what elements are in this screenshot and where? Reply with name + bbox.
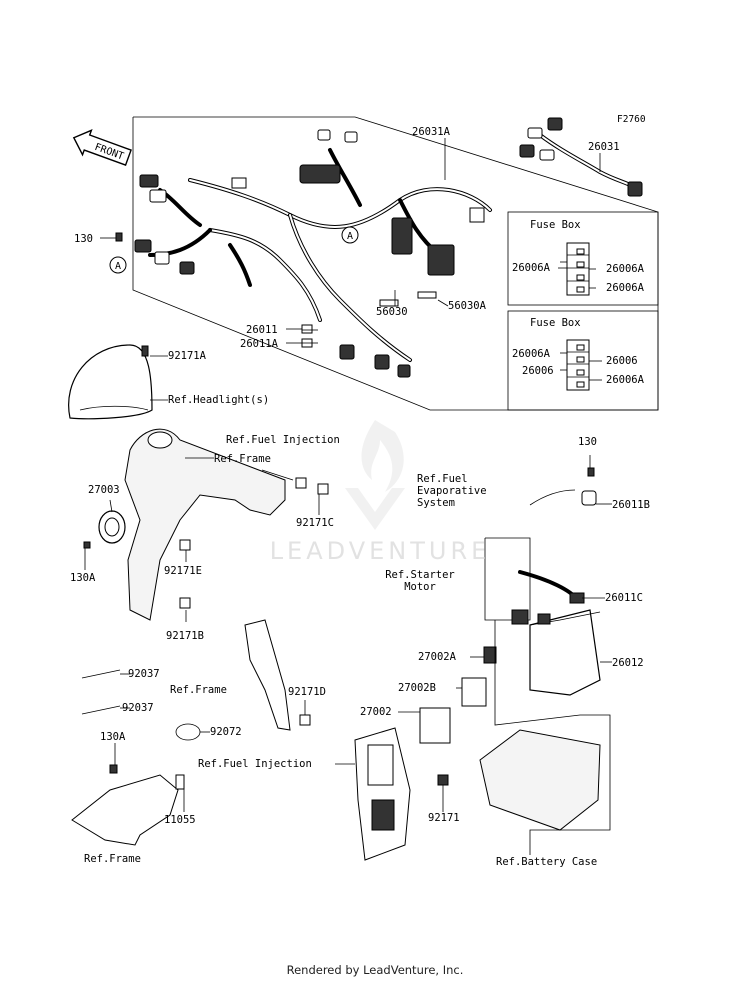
ref-fuel-evaporative-system: Ref.Fuel Evaporative System [417, 473, 487, 509]
ref-frame: Ref.Frame [214, 453, 271, 465]
clamp-92171-icon [295, 477, 307, 489]
ref-frame: Ref.Frame [170, 684, 227, 696]
fuse-box-2-fuses [560, 339, 602, 391]
part-label-27003: 27003 [88, 484, 120, 496]
battery-case-icon [479, 620, 611, 850]
relay-27002a-icon [483, 646, 497, 664]
svg-text:A: A [115, 261, 121, 272]
watermark-text: LEADVENTURE [269, 537, 491, 565]
starter-relay-icon [484, 467, 597, 625]
clamp-92171c-icon [317, 483, 329, 495]
ecu-27002-icon [354, 646, 497, 861]
ref-frame: Ref.Frame [84, 853, 141, 865]
fuse-box-1-fuses [560, 242, 596, 296]
part-label-92037: 92037 [122, 702, 154, 714]
part-label-26006a: 26006A [606, 374, 644, 386]
part-label-130: 130 [578, 436, 597, 448]
part-label-26011c: 26011C [605, 592, 643, 604]
watermark-logo [345, 420, 405, 530]
fuse-box-frame-2 [507, 310, 659, 411]
part-label-26031: 26031 [588, 141, 620, 153]
sub-harness-26031 [519, 117, 643, 197]
harness-connectors [134, 129, 485, 378]
clamp-92171-icon [437, 774, 449, 786]
part-label-26012: 26012 [612, 657, 644, 669]
leader-lines [84, 138, 612, 855]
band-92072-icon [175, 723, 201, 741]
part-label-92171: 92171 [428, 812, 460, 824]
ref-starter-motor: Ref.Starter Motor [385, 569, 455, 593]
ref-fuel-injection: Ref.Fuel Injection [198, 758, 312, 770]
circle-ref-a-icon: A [109, 256, 127, 274]
part-label-27002: 27002 [360, 706, 392, 718]
ref-headlight: Ref.Headlight(s) [168, 394, 270, 406]
part-label-56030: 56030 [376, 306, 408, 318]
frame-icon [124, 428, 286, 621]
headlight-icon [68, 344, 153, 420]
part-label-92171c: 92171C [296, 517, 334, 529]
bolt-130-icon [100, 232, 123, 242]
svg-text:A: A [347, 231, 353, 242]
ref-fuel-injection: Ref.Fuel Injection [226, 434, 340, 446]
part-label-26006: 26006 [522, 365, 554, 377]
footer-credit: Rendered by LeadVenture, Inc. [286, 963, 464, 977]
battery-26012-icon [529, 609, 601, 696]
part-label-26006: 26006 [606, 355, 638, 367]
part-label-27002b: 27002B [398, 682, 436, 694]
fuse-box-frame-1 [507, 211, 659, 306]
figure-code: F2760 [617, 114, 646, 125]
part-label-27002a: 27002A [418, 651, 456, 663]
part-label-26006a: 26006A [606, 282, 644, 294]
part-label-11055: 11055 [164, 814, 196, 826]
part-label-26011: 26011 [246, 324, 278, 336]
part-label-26031a: 26031A [412, 126, 450, 138]
relay-27002b-icon [461, 677, 487, 707]
tie-92037-icon [81, 705, 121, 715]
part-label-26011b: 26011B [612, 499, 650, 511]
part-label-92171a: 92171A [168, 350, 206, 362]
circle-ref-a-icon: A [341, 226, 359, 244]
part-label-130a: 130A [100, 731, 126, 743]
part-label-92171e: 92171E [164, 565, 202, 577]
part-label-130: 130 [74, 233, 93, 245]
part-label-26006a: 26006A [606, 263, 644, 275]
front-arrow-icon: FRONT [72, 129, 132, 166]
horn-27003-icon [83, 510, 126, 549]
part-label-92072: 92072 [210, 726, 242, 738]
part-label-130a: 130A [70, 572, 96, 584]
part-label-92037: 92037 [128, 668, 160, 680]
part-label-26006a: 26006A [512, 348, 550, 360]
part-label-56030a: 56030A [448, 300, 486, 312]
part-label-92171b: 92171B [166, 630, 204, 642]
relay-27002-icon [419, 707, 451, 744]
fuse-box-title-1: Fuse Box [530, 219, 581, 231]
part-label-26006a: 26006A [512, 262, 550, 274]
part-label-92171d: 92171D [288, 686, 326, 698]
fuse-box-title-2: Fuse Box [530, 317, 581, 329]
part-label-26011a: 26011A [240, 338, 278, 350]
ref-battery-case: Ref.Battery Case [496, 856, 598, 868]
bracket-92171d-icon [244, 619, 311, 731]
tie-92037-icon [81, 669, 121, 679]
bracket-11055-icon [71, 764, 185, 846]
